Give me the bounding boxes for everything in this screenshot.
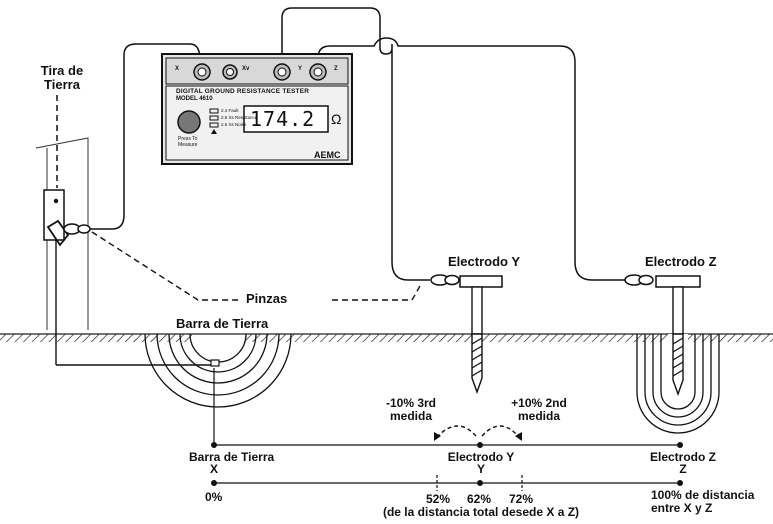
scale-x-name: Barra de Tierra bbox=[189, 450, 275, 464]
percent-0: 0% bbox=[205, 490, 223, 504]
pinzas-label: Pinzas bbox=[246, 291, 288, 306]
button-label-1: Press To bbox=[178, 136, 198, 142]
meter-model: MODEL 4610 bbox=[176, 96, 213, 102]
scale-x-letter: X bbox=[210, 462, 219, 476]
cable-y-top bbox=[281, 7, 381, 72]
indicator-noise: 2.6 Xs Noise bbox=[221, 122, 247, 127]
ground-strip bbox=[43, 189, 214, 366]
scale-z-name: Electrodo Z bbox=[649, 450, 717, 464]
terminal-y[interactable] bbox=[273, 63, 291, 81]
tira-label: Tira de Tierra bbox=[41, 64, 83, 91]
terminal-label-xv: Xv bbox=[242, 66, 250, 72]
minus10-label: -10% 3rd medida bbox=[386, 397, 436, 422]
meter-brand: AEMC bbox=[314, 150, 341, 160]
tira-label-line1: Tira de bbox=[40, 63, 84, 78]
tira-label-line2: Tierra bbox=[44, 76, 80, 92]
indicator-fault: 2.4 Fault bbox=[221, 108, 239, 113]
distance-scale bbox=[213, 368, 680, 491]
button-label-2: Measure bbox=[178, 142, 198, 148]
terminal-x[interactable] bbox=[193, 63, 211, 81]
scale-y-name: Electrodo Y bbox=[447, 450, 515, 464]
plus10-line2: medida bbox=[517, 408, 561, 423]
lcd-value: 174.2 bbox=[250, 107, 316, 131]
plus10-line1: +10% 2nd bbox=[511, 396, 567, 410]
test-cables bbox=[90, 7, 626, 281]
percent-100-line2: entre X y Z bbox=[651, 500, 713, 515]
meter-title: DIGITAL GROUND RESISTANCE TESTER bbox=[176, 88, 310, 95]
minus10-line1: -10% 3rd bbox=[385, 396, 437, 410]
arrow-plus10 bbox=[481, 425, 519, 437]
terminal-label-z: Z bbox=[334, 66, 338, 72]
scale-z-letter: Z bbox=[679, 462, 687, 476]
electrodo-y-label: Electrodo Y bbox=[448, 254, 521, 269]
electrode-z bbox=[624, 274, 720, 434]
scale-y-letter: Y bbox=[476, 462, 486, 476]
cable-x bbox=[90, 43, 201, 230]
scale-note: (de la distancia total desede X a Z) bbox=[382, 505, 580, 519]
percent-72: 72% bbox=[508, 492, 534, 506]
plus10-label: +10% 2nd medida bbox=[511, 397, 567, 422]
terminal-label-x: X bbox=[175, 66, 180, 72]
lcd-display bbox=[243, 105, 329, 133]
cable-z bbox=[317, 37, 626, 281]
electrode-y bbox=[430, 274, 503, 395]
percent-52: 52% bbox=[425, 492, 451, 506]
measure-button[interactable] bbox=[177, 110, 201, 134]
ground-resistance-tester bbox=[161, 53, 353, 165]
indicator-resistance: 2.5 Xs Resistance bbox=[221, 115, 258, 120]
terminal-z[interactable] bbox=[309, 63, 327, 81]
ground-surface bbox=[0, 333, 773, 342]
terminal-xv[interactable] bbox=[222, 64, 238, 80]
barra-de-tierra-label: Barra de Tierra bbox=[176, 316, 269, 331]
terminal-label-y: Y bbox=[298, 66, 303, 72]
percent-100: 100% de distancia entre X y Z bbox=[651, 489, 754, 514]
electrodo-z-label: Electrodo Z bbox=[645, 254, 717, 269]
percent-100-line1: 100% de distancia bbox=[651, 488, 755, 502]
ground-rod-x bbox=[144, 326, 292, 408]
clip-x bbox=[63, 223, 91, 235]
lcd-unit: Ω bbox=[331, 111, 342, 127]
pinzas-leader-left bbox=[91, 231, 242, 301]
measurement-arrows bbox=[437, 425, 519, 437]
arrow-minus10 bbox=[437, 425, 477, 437]
pinzas-leader-right bbox=[332, 285, 421, 301]
minus10-line2: medida bbox=[389, 408, 432, 423]
percent-62: 62% bbox=[466, 492, 492, 506]
cable-y bbox=[379, 30, 430, 281]
